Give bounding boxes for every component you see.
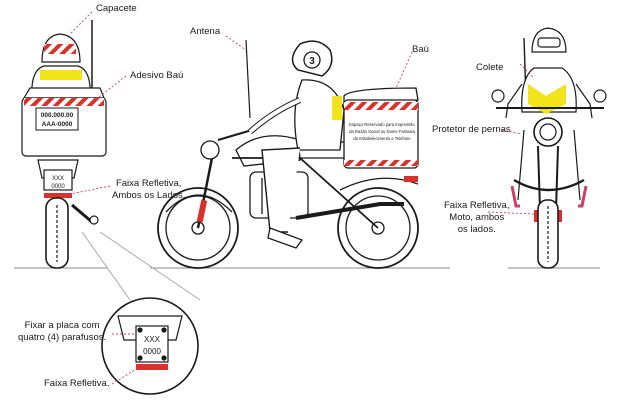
label-helmet: Capacete (96, 3, 137, 14)
rear-plate-line2: 0000 (51, 184, 65, 190)
label-vest: Colete (476, 62, 504, 73)
inset-plate-line1: XXX (144, 335, 161, 344)
side-view-motorcycle: Espaço Reservado para Impressão da Razão… (157, 39, 419, 269)
label-reflective-moto: Faixa Refletiva, Moto, ambos os lados. (444, 200, 509, 236)
vest-rear (40, 70, 82, 80)
helmet-reflective-rear (44, 44, 76, 54)
label-fix-plate-line1: Fixar a placa com (24, 320, 100, 331)
box-sticker-line1: 000.000.00 (41, 112, 74, 119)
label-reflective-moto-line1: Faixa Refletiva, (444, 200, 510, 211)
label-reflective-moto-line3: os lados. (457, 223, 496, 235)
rear-view-motorcycle: 000.000.00 AAA-0000 XXX 0000 (21, 20, 107, 269)
box-reflective-side (344, 102, 418, 110)
label-reflective-strip: Faixa Refletiva. (44, 378, 110, 389)
callout-lines (59, 11, 535, 385)
label-reflective-both-sides-line2: Ambos os Lados. (112, 189, 186, 201)
label-box-sticker: Adesivo Baú (130, 70, 184, 81)
tail-reflective-side (404, 176, 418, 182)
vest-front (528, 84, 566, 114)
fork-reflective (196, 199, 208, 223)
rear-plate-line1: XXX (52, 176, 64, 182)
helmet-number: 3 (309, 56, 315, 67)
box-side-line3: do Estabelecimento e Telefone (353, 136, 411, 141)
label-antenna: Antena (190, 26, 221, 37)
plate-detail-inset: XXX 0000 (81, 231, 201, 395)
front-view-motorcycle (491, 27, 607, 269)
label-box: Baú (412, 44, 429, 55)
vest-side (332, 96, 342, 120)
label-reflective-both-sides: Faixa Refletiva, Ambos os Lados. (112, 178, 185, 202)
label-reflective-both-sides-line1: Faixa Refletiva, (115, 178, 182, 189)
box-side-line2: da Razão Social ou Nome Fantasia (349, 129, 416, 134)
label-reflective-moto-line2: Moto, ambos (449, 211, 505, 223)
plate-reflective-rear (44, 193, 72, 198)
inset-plate-line2: 0000 (143, 347, 161, 356)
label-fix-plate-line2: quatro (4) parafusos. (18, 331, 107, 343)
box-sticker (35, 107, 79, 131)
label-leg-protector: Protetor de pernas (432, 124, 511, 135)
inset-plate-reflective (136, 364, 168, 370)
box-side-line1: Espaço Reservado para Impressão (349, 122, 415, 127)
box-reflective-top (24, 98, 104, 106)
box-sticker-line2: AAA-0000 (42, 121, 73, 128)
label-fix-plate: Fixar a placa com quatro (4) parafusos. (18, 320, 106, 344)
